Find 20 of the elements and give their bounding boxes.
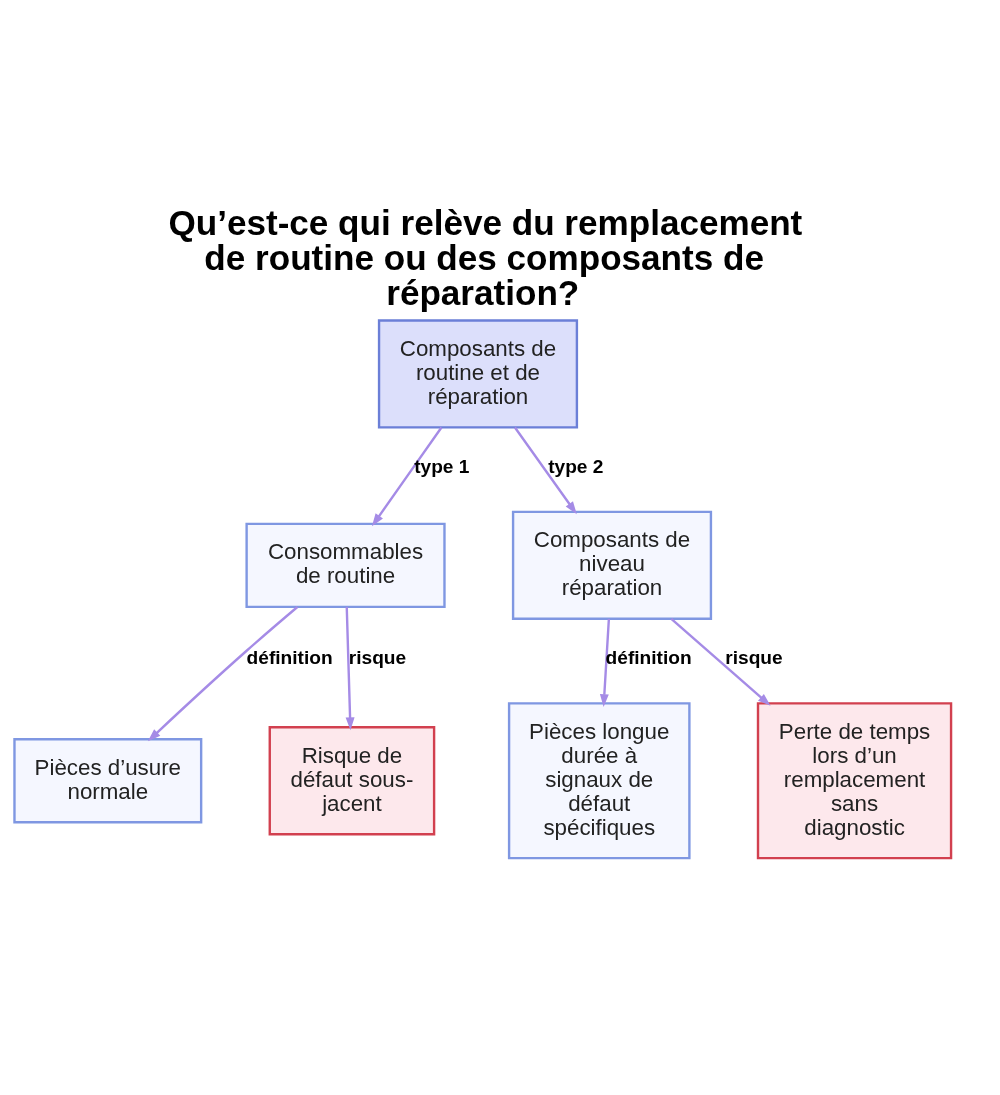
edge-label: définition <box>605 647 692 669</box>
arrow <box>371 426 443 527</box>
edge-label: risque <box>348 647 407 669</box>
edge-label: définition <box>246 647 333 669</box>
edge-label: risque <box>725 647 783 669</box>
diagram-title: Qu’est-ce qui relève du remplacement de routine ou des composants de réparation? <box>168 203 803 313</box>
arrow <box>147 606 299 742</box>
node-box: Composants de routine et de réparation <box>377 319 579 429</box>
arrow <box>345 606 355 731</box>
arrow <box>670 618 771 706</box>
arrow <box>514 426 577 515</box>
node-box: Perte de temps lors d’un remplacement sans diagnostic <box>756 702 953 860</box>
node-box: Consommables de routine <box>245 522 446 609</box>
arrow <box>599 618 611 707</box>
edge-label: type 2 <box>548 455 604 477</box>
node-box: Composants de niveau réparation <box>511 510 713 620</box>
edge-label: type 1 <box>414 455 470 477</box>
node-box: Pièces d’usure normale <box>13 738 203 824</box>
node-box: Risque de défaut sous-jacent <box>268 726 436 836</box>
node-box: Pièces longue durée à signaux de défaut spécifiques <box>507 702 691 860</box>
